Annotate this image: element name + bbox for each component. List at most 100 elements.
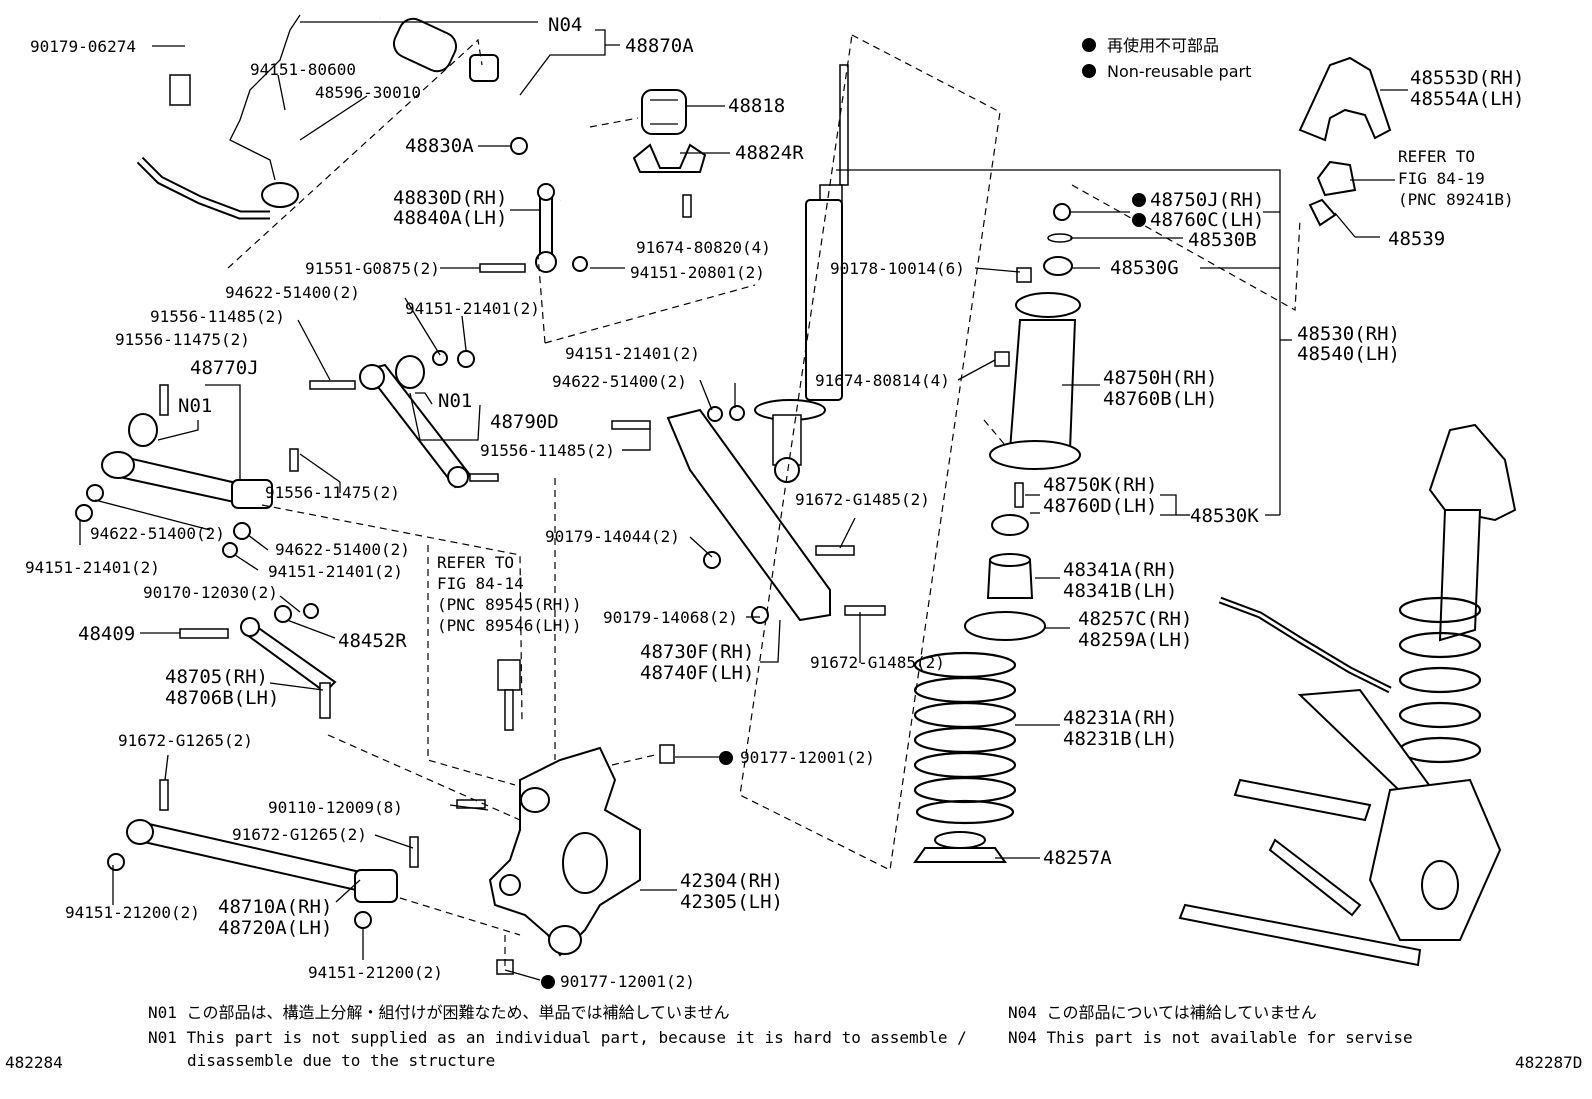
part-label: 91672-G1265(2) <box>118 731 253 750</box>
part-label: 91674-80814(4) <box>815 371 950 390</box>
non-reusable-bullet-icon <box>1082 38 1096 52</box>
knuckle-42304 <box>456 659 675 975</box>
shock-absorber <box>754 64 849 483</box>
part-label: N01 <box>178 395 212 417</box>
part-label: 48452R <box>338 630 407 652</box>
part-label: 48760D(LH) <box>1043 495 1157 517</box>
part-label: 94622-51400(2) <box>275 540 410 559</box>
part-label: 48790D <box>490 411 559 433</box>
non-reusable-bullet-icon <box>1082 64 1096 78</box>
note-n01-en: N01 This part is not supplied as an indi… <box>148 1028 967 1047</box>
part-label: 91556-11485(2) <box>480 441 615 460</box>
legend: 再使用不可部品 Non-reusable part <box>1082 36 1251 81</box>
part-label: 48750K(RH) <box>1043 474 1157 496</box>
lower-arm-48710A <box>107 779 419 929</box>
part-label: 48530K <box>1190 505 1259 527</box>
stabilizer-link <box>479 183 692 273</box>
part-label: 48257A <box>1043 847 1112 869</box>
part-label: 90177-12001(2) <box>740 748 875 767</box>
part-label: 91672-G1485(2) <box>795 490 930 509</box>
part-label: 48231B(LH) <box>1063 728 1177 750</box>
part-label: 48257C(RH) <box>1078 608 1192 630</box>
part-label: 94151-20801(2) <box>630 263 765 282</box>
refer-note: REFER TO <box>1398 147 1475 166</box>
part-label: 94622-51400(2) <box>225 283 360 302</box>
part-label: 48824R <box>735 142 804 164</box>
part-label: 94622-51400(2) <box>90 524 225 543</box>
refer-note: (PNC 89241B) <box>1398 190 1514 209</box>
part-label: 90110-12009(8) <box>268 798 403 817</box>
part-labels: 90179-06274 94151-80600 48596-30010 N04 … <box>25 14 1524 991</box>
trailing-arm-48730F <box>611 405 886 624</box>
non-reusable-bullet-icon <box>1132 193 1146 207</box>
refer-note: (PNC 89546(LH)) <box>437 616 582 635</box>
part-label: 48730F(RH) <box>640 641 754 663</box>
assembly-view <box>1178 423 1517 967</box>
part-label: 94151-21401(2) <box>25 558 160 577</box>
non-reusable-bullet-icon <box>719 751 733 765</box>
dust-cover-48553D <box>1298 56 1392 142</box>
refer-note: (PNC 89545(RH)) <box>437 595 582 614</box>
part-label: 91551-G0875(2) <box>305 259 440 278</box>
figure-code-left: 482284 <box>5 1053 63 1072</box>
part-label: 94151-21401(2) <box>405 299 540 318</box>
part-label: 48259A(LH) <box>1078 629 1192 651</box>
legend-jp: 再使用不可部品 <box>1107 36 1219 55</box>
note-n01-jp: N01 この部品は、構造上分解・組付けが困難なため、単品では補給していません <box>148 1003 730 1022</box>
leader-lines <box>79 21 1408 981</box>
nut-48830A <box>510 137 528 155</box>
part-label: 48830D(RH) <box>393 187 507 209</box>
part-label: 94151-21200(2) <box>308 963 443 982</box>
footnotes: N01 この部品は、構造上分解・組付けが困難なため、単品では補給していません N… <box>5 1003 1582 1072</box>
bushing-48818 <box>641 89 687 135</box>
part-label: 48530B <box>1188 229 1257 251</box>
note-n01-en-cont: disassemble due to the structure <box>187 1051 495 1070</box>
part-label: 48710A(RH) <box>218 896 332 918</box>
toe-control-arm <box>179 603 337 719</box>
part-label: 48409 <box>78 623 135 645</box>
coil-spring <box>913 651 1017 863</box>
part-label: 91556-11485(2) <box>150 307 285 326</box>
note-n04-en: N04 This part is not available for servi… <box>1008 1028 1413 1047</box>
part-label: 48553D(RH) <box>1410 67 1524 89</box>
refer-note: REFER TO <box>437 553 514 572</box>
part-label: 94151-21401(2) <box>268 562 403 581</box>
legend-en: Non-reusable part <box>1107 62 1251 81</box>
part-label: 48840A(LH) <box>393 207 507 229</box>
part-label: 91556-11475(2) <box>115 330 250 349</box>
dashed-guides <box>227 34 1301 968</box>
part-label: 90170-12030(2) <box>143 583 278 602</box>
part-label: 42305(LH) <box>680 891 783 913</box>
refer-note: FIG 84-14 <box>437 574 524 593</box>
part-label: 94151-80600 <box>250 60 356 79</box>
part-label: 94622-51400(2) <box>552 372 687 391</box>
part-label: 48341B(LH) <box>1063 580 1177 602</box>
upper-arm-48790D <box>309 350 499 489</box>
part-label: 48540(LH) <box>1297 343 1400 365</box>
part-label: 48830A <box>405 135 474 157</box>
part-label: 90179-06274 <box>30 37 136 56</box>
part-label: 90178-10014(6) <box>830 259 965 278</box>
bracket-48824R <box>632 143 707 173</box>
part-label: 91556-11475(2) <box>265 483 400 502</box>
part-label: 90179-14068(2) <box>603 608 738 627</box>
part-label: 48760B(LH) <box>1103 388 1217 410</box>
part-label: 48720A(LH) <box>218 917 332 939</box>
part-label: 48554A(LH) <box>1410 88 1524 110</box>
part-label: 94151-21200(2) <box>65 903 200 922</box>
refer-note: FIG 84-19 <box>1398 169 1485 188</box>
part-label: 48539 <box>1388 228 1445 250</box>
cap-48539 <box>1308 160 1357 227</box>
part-label: 90179-14044(2) <box>545 527 680 546</box>
part-label: 48341A(RH) <box>1063 559 1177 581</box>
part-label: 48870A <box>625 35 694 57</box>
part-label: 48706B(LH) <box>165 687 279 709</box>
part-label: 90177-12001(2) <box>560 972 695 991</box>
part-label: 94151-21401(2) <box>565 344 700 363</box>
part-label: 48750H(RH) <box>1103 367 1217 389</box>
part-label: 42304(RH) <box>680 870 783 892</box>
part-label: 48705(RH) <box>165 666 268 688</box>
spring-column <box>964 203 1081 641</box>
part-label: 48740F(LH) <box>640 662 754 684</box>
